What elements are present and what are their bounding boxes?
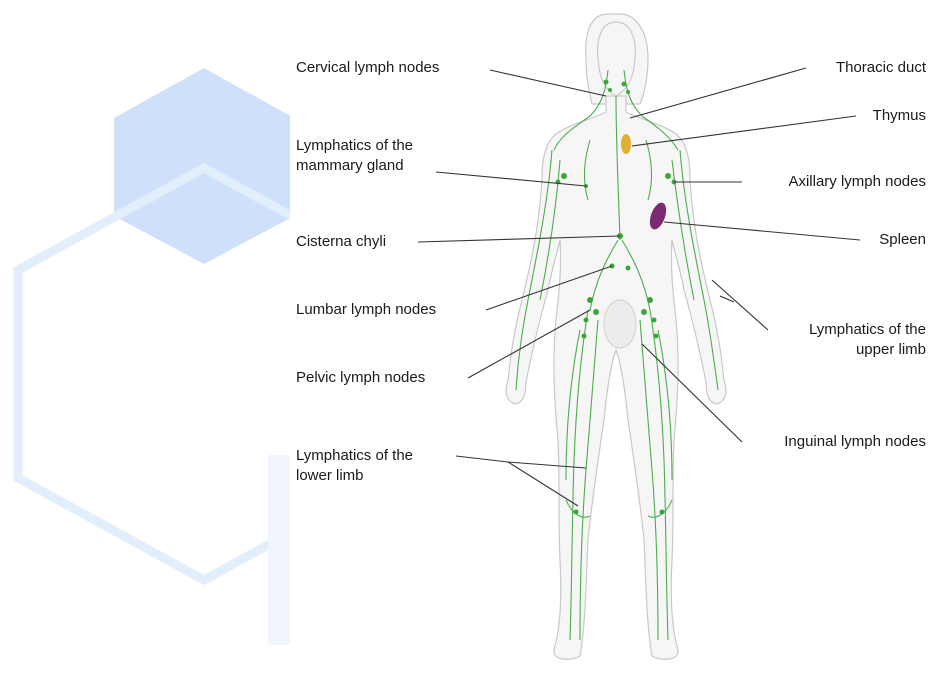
label-cisterna-text: Cisterna chyli [296, 232, 386, 252]
axillary-node [561, 173, 567, 179]
cervical-node [604, 80, 609, 85]
lymphatic-diagram-panel: Cervical lymph nodes Lymphatics of the m… [290, 0, 930, 674]
pelvic-node [587, 297, 593, 303]
label-thymus-text: Thymus [873, 106, 926, 126]
label-thymus: Thymus [873, 106, 926, 126]
pelvic-node [652, 318, 657, 323]
leader-upper-limb [712, 280, 768, 330]
label-mammary-line2: mammary gland [296, 156, 413, 176]
label-axillary-text: Axillary lymph nodes [788, 172, 926, 192]
leader-upper-limb-tick [720, 296, 734, 302]
pelvic-node [647, 297, 653, 303]
popliteal-node [574, 510, 579, 515]
label-cervical-text: Cervical lymph nodes [296, 58, 439, 78]
label-mammary-line1: Lymphatics of the [296, 136, 413, 156]
label-inguinal-text: Inguinal lymph nodes [784, 432, 926, 452]
inguinal-node [654, 334, 659, 339]
label-lymphatics-lower-limb: Lymphatics of the lower limb [296, 446, 413, 486]
label-lower-line2: lower limb [296, 466, 413, 486]
label-lumbar-text: Lumbar lymph nodes [296, 300, 436, 320]
label-thoracic-duct: Thoracic duct [836, 58, 926, 78]
label-pelvic-text: Pelvic lymph nodes [296, 368, 425, 388]
pelvis-region [604, 300, 636, 348]
label-axillary-lymph-nodes: Axillary lymph nodes [788, 172, 926, 192]
label-pelvic-lymph-nodes: Pelvic lymph nodes [296, 368, 425, 388]
label-lymphatics-upper-limb: Lymphatics of the upper limb [809, 320, 926, 360]
label-cervical-lymph-nodes: Cervical lymph nodes [296, 58, 439, 78]
label-spleen-text: Spleen [879, 230, 926, 250]
popliteal-node [660, 510, 665, 515]
pelvic-node [593, 309, 599, 315]
inguinal-node [582, 334, 587, 339]
torso-and-limbs [506, 96, 726, 659]
label-inguinal-lymph-nodes: Inguinal lymph nodes [784, 432, 926, 452]
label-cisterna-chyli: Cisterna chyli [296, 232, 386, 252]
cervical-node [608, 88, 612, 92]
label-lower-line1: Lymphatics of the [296, 446, 413, 466]
label-spleen: Spleen [879, 230, 926, 250]
axillary-node [665, 173, 671, 179]
pelvic-node [584, 318, 589, 323]
label-thoracic-text: Thoracic duct [836, 58, 926, 78]
thymus-organ [621, 134, 631, 154]
pelvic-node [641, 309, 647, 315]
label-upper-line1: Lymphatics of the [809, 320, 926, 340]
label-lymphatics-mammary: Lymphatics of the mammary gland [296, 136, 413, 176]
leader-thoracic-duct [630, 68, 806, 118]
lumbar-node [626, 266, 631, 271]
cervical-node [622, 82, 627, 87]
cervical-node [626, 90, 630, 94]
label-lumbar-lymph-nodes: Lumbar lymph nodes [296, 300, 436, 320]
label-upper-line2: upper limb [809, 340, 926, 360]
